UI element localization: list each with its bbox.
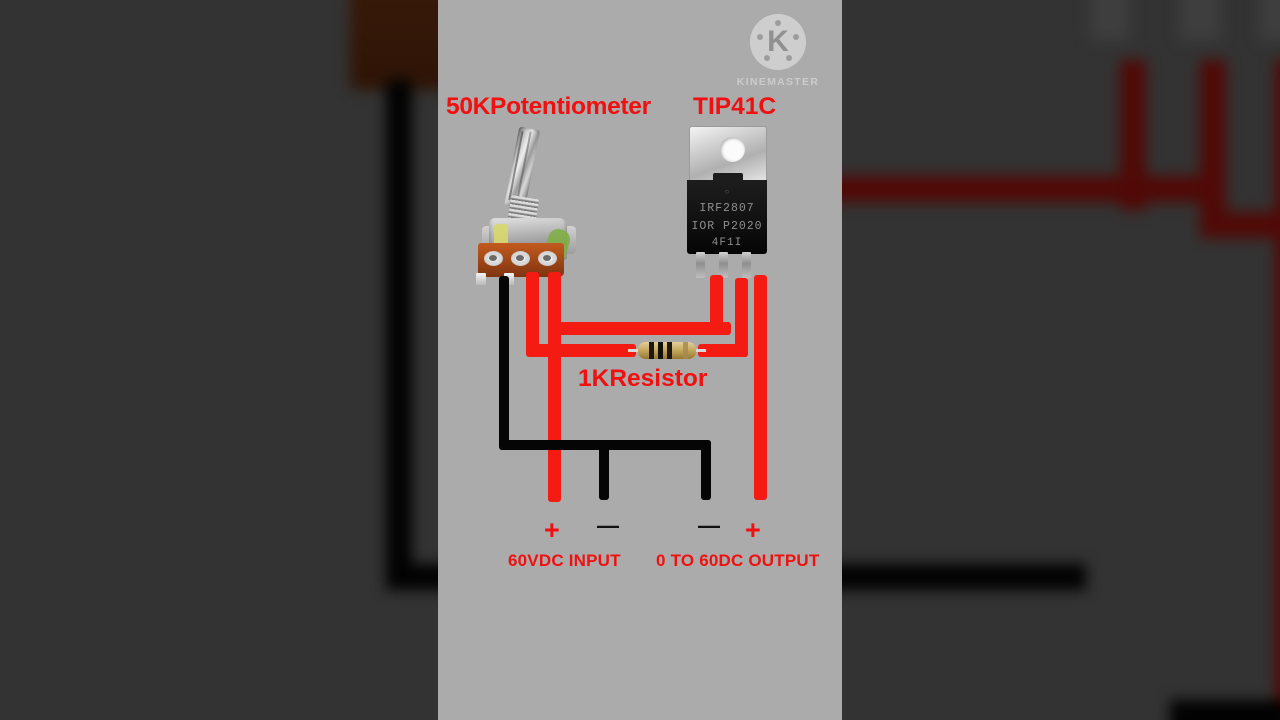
potentiometer-terminal-1: [484, 251, 503, 266]
resistor-component: [628, 341, 706, 361]
backdrop-tip-leg-1: [1090, 0, 1130, 40]
resistor-band-4: [683, 342, 688, 359]
red-wire-pot-pin3-vertical: [548, 272, 561, 502]
kinemaster-dot-4: [764, 55, 770, 61]
resistor-label: 1KResistor: [578, 365, 708, 392]
transistor-marking-lot: 4F1I: [711, 237, 743, 249]
red-wire-transistor-leg1-stub: [710, 275, 723, 330]
black-wire-input-negative-stub: [599, 440, 609, 500]
transistor-leg-3: [742, 252, 751, 278]
output-caption: 0 TO 60DC OUTPUT: [656, 551, 820, 570]
input-negative-symbol: —: [597, 513, 619, 538]
input-caption: 60VDC INPUT: [508, 551, 621, 570]
backdrop-red-wire-7: [1200, 212, 1280, 238]
input-positive-symbol: +: [544, 515, 560, 545]
video-panel: K KINEMASTER 50KPotentiometer TIP41C 1KR…: [438, 0, 842, 720]
output-positive-symbol: +: [745, 515, 761, 545]
backdrop-tip-leg-3: [1260, 0, 1280, 40]
resistor-band-1: [649, 342, 654, 359]
kinemaster-logo-letter: K: [767, 25, 789, 58]
red-wire-transistor-leg3-vertical: [754, 275, 767, 500]
transistor-marking-part: IRF2807: [699, 202, 755, 215]
backdrop-red-wire-6: [1200, 60, 1226, 230]
kinemaster-dot-1: [775, 20, 781, 26]
kinemaster-dot-5: [757, 34, 763, 40]
kinemaster-watermark: K KINEMASTER: [734, 14, 822, 96]
potentiometer-terminal-2: [511, 251, 530, 266]
black-wire-output-negative-stub: [701, 440, 711, 500]
potentiometer-pin-1: [476, 273, 486, 285]
backdrop-red-wire-8: [1275, 60, 1280, 720]
kinemaster-dot-2: [793, 34, 799, 40]
potentiometer-label: 50KPotentiometer: [446, 93, 651, 120]
red-wire-upper-bus: [548, 322, 731, 335]
kinemaster-brand-text: KINEMASTER: [736, 76, 820, 88]
resistor-lead-left: [628, 349, 640, 352]
transistor-notch: [713, 173, 743, 183]
red-wire-pot-pin2-vertical: [526, 272, 539, 350]
transistor-label: TIP41C: [693, 93, 777, 120]
transistor-marking-brand: IOR P2020: [691, 220, 763, 233]
output-negative-symbol: —: [698, 513, 720, 538]
black-wire-pot-pin1-vertical: [499, 276, 509, 448]
backdrop-black-block: [1170, 700, 1280, 720]
backdrop-black-wire-v: [386, 80, 412, 590]
potentiometer-base: [478, 243, 564, 277]
transistor-body: ○ IRF2807 IOR P2020 4F1I: [687, 180, 767, 254]
backdrop-tip-leg-2: [1180, 0, 1220, 40]
potentiometer-pin-2: [504, 273, 514, 285]
resistor-band-3: [667, 342, 672, 359]
potentiometer-terminal-3: [538, 251, 557, 266]
red-wire-resistor-left-lead: [526, 344, 636, 357]
transistor-leg-2: [719, 252, 728, 278]
transistor-component: ○ IRF2807 IOR P2020 4F1I: [686, 126, 768, 278]
transistor-mounting-hole: [720, 137, 745, 162]
transistor-heatsink-tab: [689, 126, 767, 181]
resistor-body: [638, 342, 696, 359]
transistor-leg-1: [696, 252, 705, 278]
resistor-lead-right: [694, 349, 706, 352]
backdrop-red-wire-5: [1120, 60, 1146, 210]
red-wire-transistor-leg2-riser: [735, 278, 748, 357]
kinemaster-dot-3: [786, 55, 792, 61]
potentiometer-component: [468, 125, 583, 285]
resistor-band-2: [658, 342, 663, 359]
transistor-marking-circle: ○: [724, 188, 730, 197]
